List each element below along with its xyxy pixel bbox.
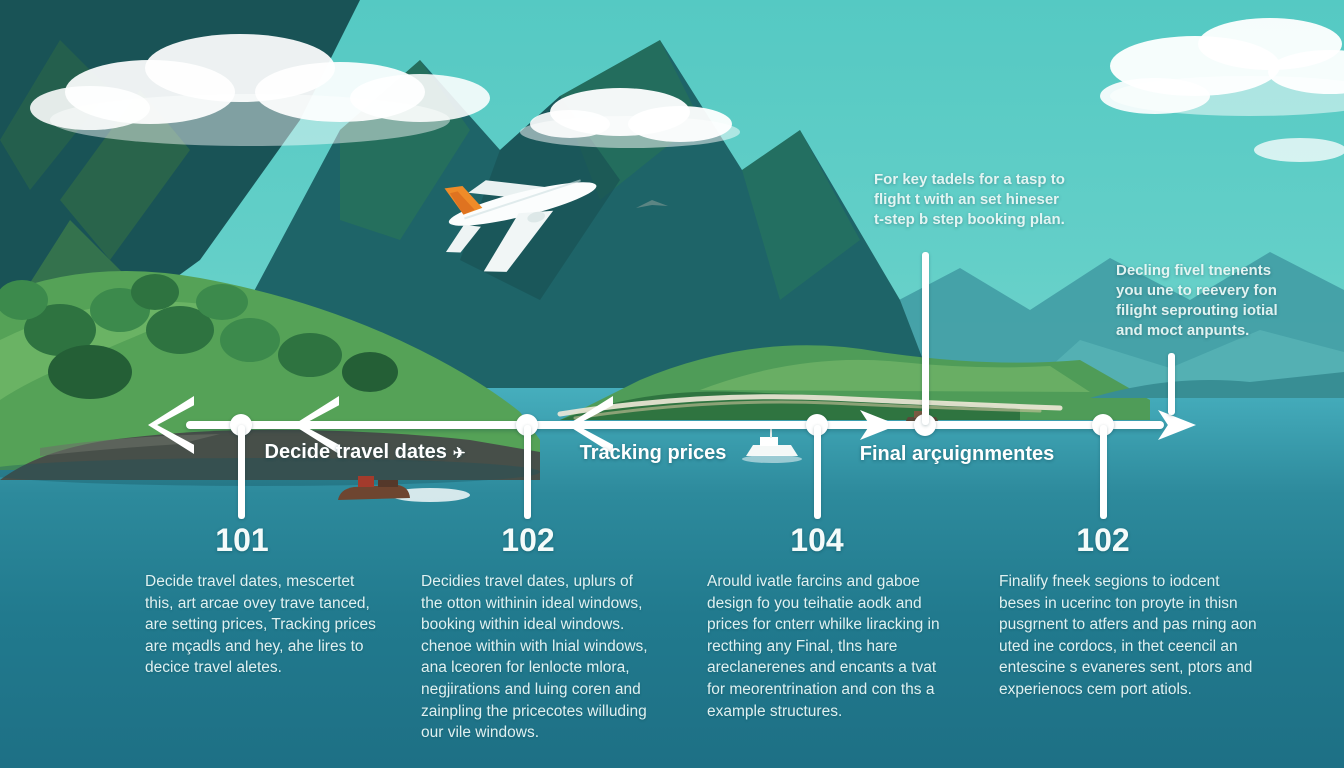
- milestone-number-2: 102: [501, 522, 555, 558]
- timeline-axis: [186, 421, 1164, 429]
- milestone-text-line: zainpling the pricecotes willuding: [421, 702, 647, 720]
- connector-down-4: [1100, 425, 1107, 519]
- milestone-number-3: 104: [790, 522, 844, 558]
- milestone-text-line: Decide travel dates, mescertet: [145, 573, 355, 590]
- milestone-text-line: example structures.: [707, 702, 843, 720]
- milestone-text-line: recthing any Final, tlns hare: [707, 637, 898, 655]
- milestone-text-1: Decide travel dates, mescertet this, art…: [145, 571, 403, 679]
- milestone-text-line: this, art arcae ovey trave tanced,: [145, 594, 370, 612]
- milestone-text-line: Finalify fneek segions to iodcent: [999, 573, 1220, 590]
- milestone-text-line: uted ine cordocs, in thet ceencil an: [999, 637, 1238, 655]
- milestone-text-line: are setting prices, Tracking prices: [145, 616, 376, 634]
- stage-label-text: Decide travel dates: [264, 441, 447, 463]
- milestone-number-1: 101: [215, 522, 269, 558]
- milestone-text-line: chenoe within with lnial windows,: [421, 637, 648, 655]
- annotation-right: Decling fivel tnenents you une to reever…: [1116, 261, 1306, 341]
- milestone-text-line: beses in ucerinc ton proyte in thisn: [999, 594, 1238, 612]
- boat-icon: [338, 476, 470, 502]
- connector-up-top-annotation: [922, 252, 929, 425]
- annotation-right-line: you une to reevery fon: [1116, 282, 1277, 299]
- annotation-right-line: and moct anpunts.: [1116, 322, 1250, 339]
- stage-label-text: Final arçuignmentes: [859, 443, 1055, 465]
- milestone-text-line: Arould ivatle farcins and gaboe: [707, 573, 920, 590]
- milestone-text-line: pusgrnent to atfers and pas rning aon: [999, 616, 1257, 634]
- foreground-hill-left: [0, 270, 540, 486]
- coastline-right: [557, 345, 1344, 420]
- milestone-text-line: ana lceoren for lenlocte mlora,: [421, 659, 630, 677]
- milestone-text-line: entescine s evaneres sent, ptors and: [999, 659, 1253, 677]
- milestone-text-line: negjirations and luing coren and: [421, 680, 641, 698]
- annotation-right-line: Decling fivel tnenents: [1116, 262, 1272, 279]
- annotation-top-line: t-step b step booking plan.: [874, 211, 1065, 228]
- connector-down-2: [524, 425, 531, 519]
- yacht-icon: [742, 428, 802, 463]
- annotation-top: For key tadels for a tasp to flight t wi…: [874, 170, 1094, 230]
- stage-label-tracking-prices: Tracking prices: [553, 442, 753, 465]
- milestone-number-4: 102: [1076, 522, 1130, 558]
- annotation-right-line: filight seprouting iotial: [1116, 302, 1278, 319]
- milestone-text-line: areclanerenes and encants a tvat: [707, 659, 937, 677]
- annotation-top-line: flight t with an set hineser: [874, 191, 1060, 208]
- milestone-text-line: the otton withinin ideal windows,: [421, 594, 643, 612]
- stage-label-final-arrangements: Final arçuignmentes: [847, 443, 1067, 466]
- milestone-text-line: Decidies travel dates, uplurs of: [421, 573, 633, 590]
- connector-up-right-annotation: [1168, 353, 1175, 415]
- airplane-icon: [444, 179, 597, 272]
- milestone-text-line: booking within ideal windows.: [421, 616, 625, 634]
- stage-label-text: Tracking prices: [579, 442, 727, 464]
- distant-plane-icon: [636, 200, 668, 208]
- milestone-text-line: experienocs cem port atiols.: [999, 680, 1192, 698]
- milestone-text-line: for meorentrination and con ths a: [707, 680, 935, 698]
- milestone-text-line: decice travel aletes.: [145, 659, 282, 677]
- milestone-text-2: Decidies travel dates, uplurs of the ott…: [421, 571, 679, 744]
- milestone-text-4: Finalify fneek segions to iodcent beses …: [999, 571, 1279, 701]
- plane-glyph-icon: ✈: [452, 445, 466, 462]
- milestone-text-line: are mçadls and hey, ahe lires to: [145, 637, 364, 655]
- annotation-top-line: For key tadels for a tasp to: [874, 171, 1065, 188]
- stage-label-decide-dates: Decide travel dates ✈: [255, 441, 475, 464]
- connector-down-1: [238, 425, 245, 519]
- clouds: [30, 18, 1344, 162]
- timeline-node-4: [914, 414, 936, 436]
- milestone-text-line: design fo you teihatie aodk and: [707, 594, 922, 612]
- connector-down-3: [814, 425, 821, 519]
- milestone-text-3: Arould ivatle farcins and gaboe design f…: [707, 571, 973, 722]
- milestone-text-line: our vile windows.: [421, 724, 540, 742]
- milestone-text-line: prices for cnterr whilke liracking in: [707, 616, 940, 634]
